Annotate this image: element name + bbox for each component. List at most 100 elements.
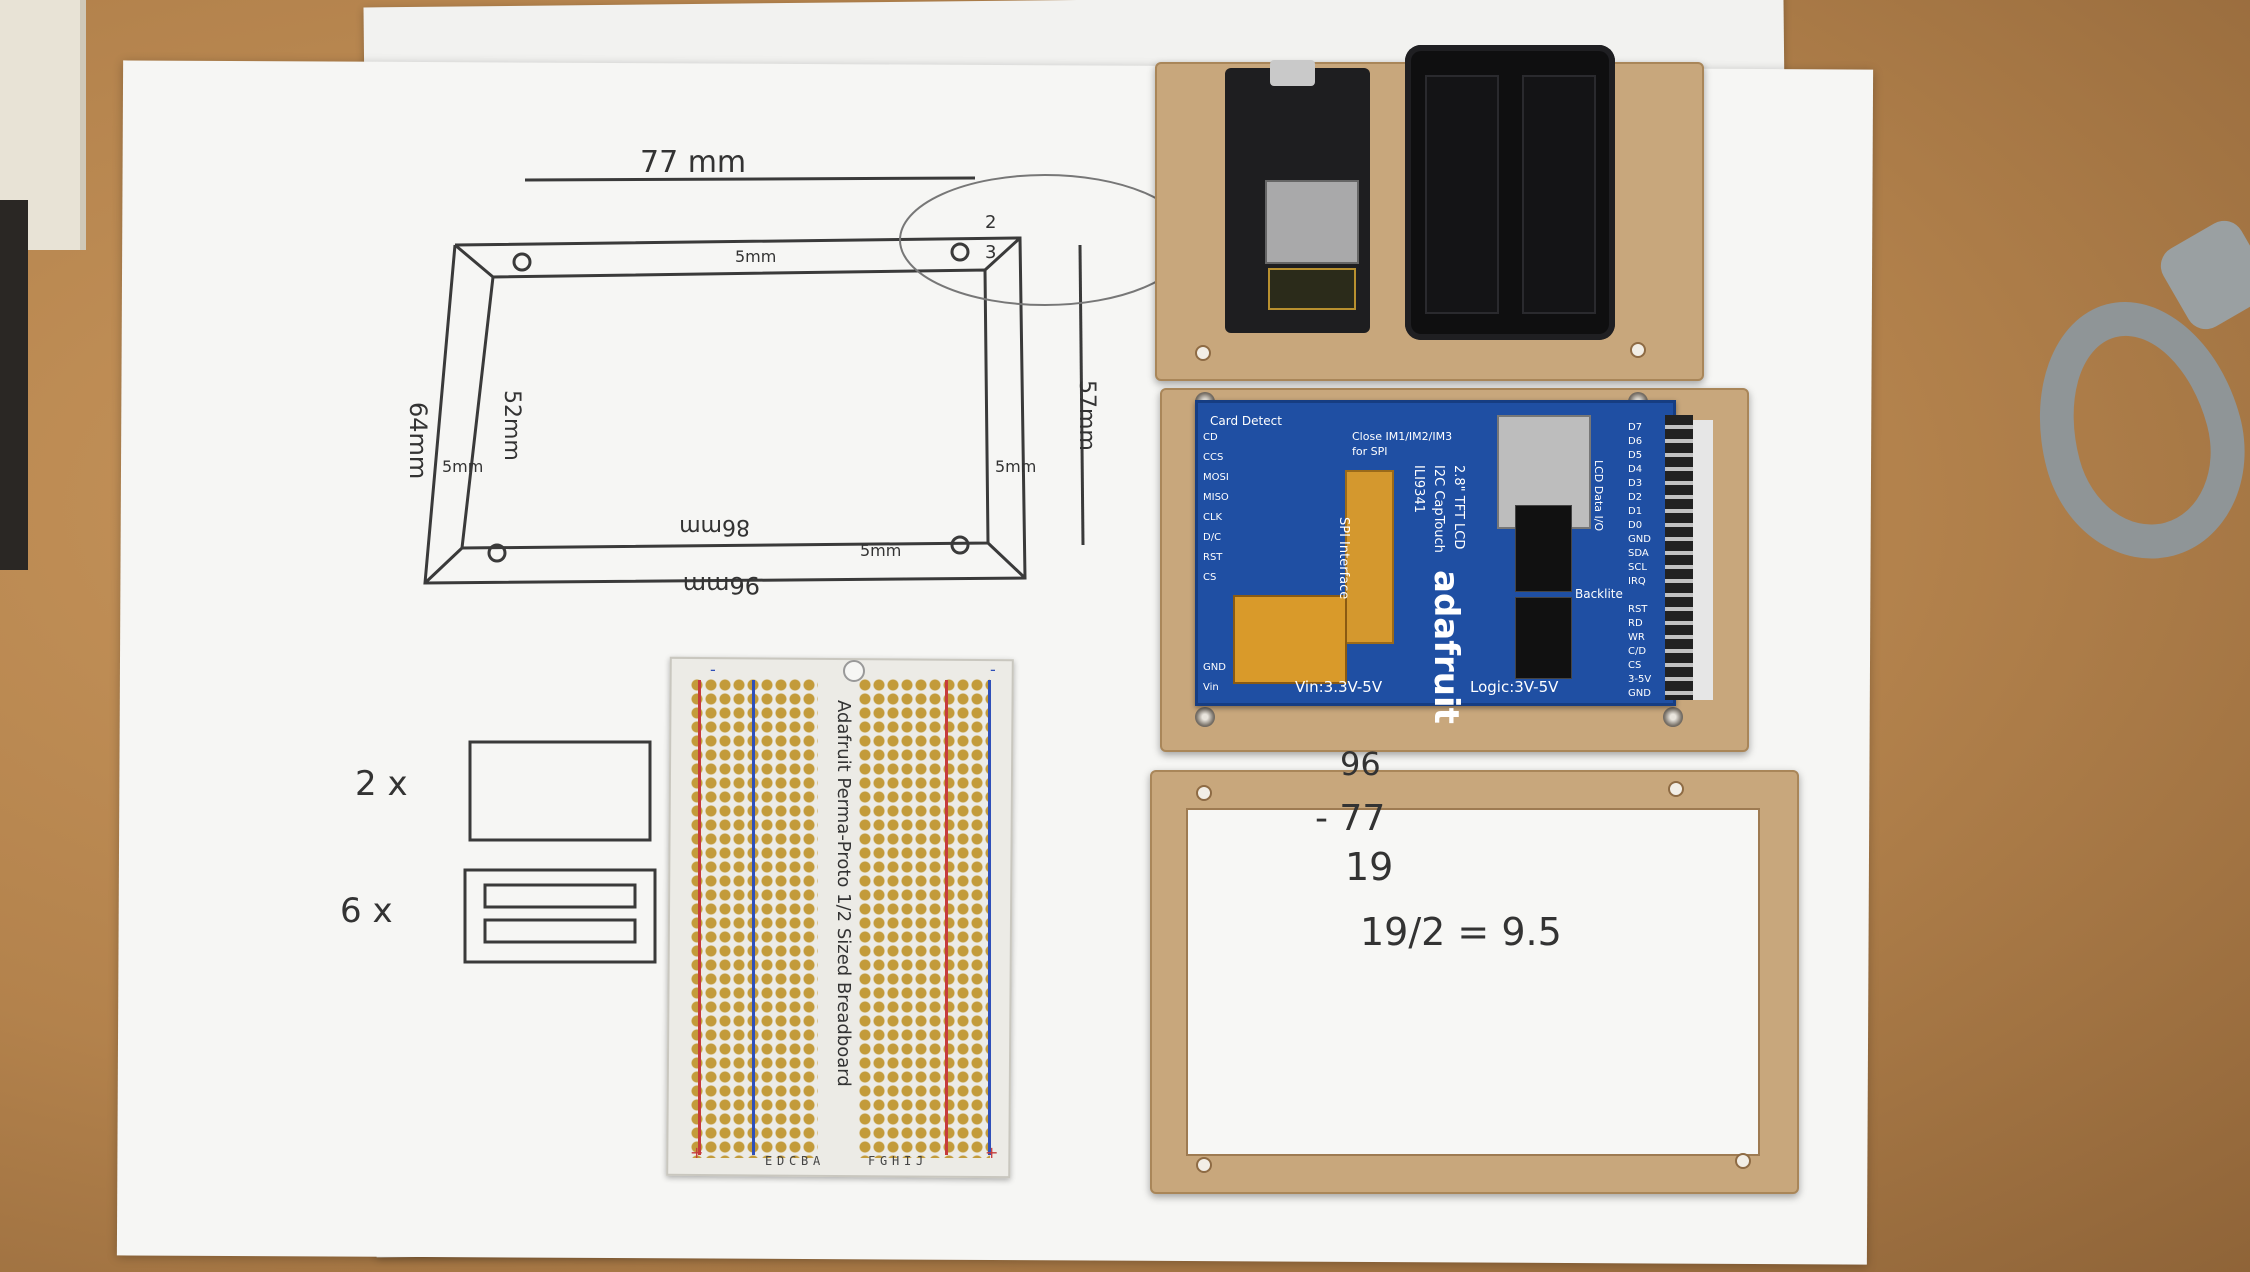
pcb-antenna xyxy=(1268,268,1356,310)
pin-label: CS xyxy=(1203,572,1216,583)
pin-label: D4 xyxy=(1628,464,1642,475)
sketch-margin-right: 5mm xyxy=(995,457,1036,476)
tft-interface-label: SPI Interface xyxy=(1336,517,1351,599)
tft-left-pin-labels: CD CCS MOSI MISO CLK D/C RST CS GND Vin xyxy=(1203,432,1229,693)
sketch-corner-note-2: 2 xyxy=(985,212,996,233)
ic-chip xyxy=(1515,597,1572,679)
flex-cable xyxy=(1345,470,1394,644)
tft-lcd-data-label: LCD Data I/O xyxy=(1592,460,1605,531)
center-channel xyxy=(818,665,858,1165)
pin-label: WR xyxy=(1628,632,1645,643)
math-line-result: 19/2 = 9.5 xyxy=(1360,910,1562,954)
pin-label: D6 xyxy=(1628,436,1642,447)
rail-minus-label: - xyxy=(710,660,716,679)
wifi-module xyxy=(1265,180,1359,264)
pin-label: SDA xyxy=(1628,548,1649,559)
row-letter: A xyxy=(813,1154,821,1168)
perma-proto-title: Adafruit Perma-Proto 1/2 Sized Breadboar… xyxy=(833,700,854,1087)
sketch-corner-note-3: 3 xyxy=(985,242,996,263)
header-pins xyxy=(1665,415,1693,700)
plate-hole xyxy=(1630,342,1646,358)
pin-label: D5 xyxy=(1628,450,1642,461)
sketch-dim-top: 77 mm xyxy=(640,145,746,180)
sketch-margin-top: 5mm xyxy=(735,247,776,266)
pin-label: RST xyxy=(1628,604,1648,615)
power-rail-blue xyxy=(988,680,991,1155)
battery-slot xyxy=(1522,75,1596,314)
micro-usb-port xyxy=(1270,60,1315,86)
tft-logic-label: Logic:3V-5V xyxy=(1470,678,1559,696)
power-rail-red xyxy=(945,680,948,1155)
tft-backlite-label: Backlite xyxy=(1575,587,1623,601)
pin-label: C/D xyxy=(1628,646,1646,657)
sketch-count-bars: 6 x xyxy=(340,891,393,931)
pin-label: IRQ xyxy=(1628,576,1646,587)
row-letter: I xyxy=(904,1154,911,1168)
rail-plus-label: + xyxy=(690,1143,703,1162)
tft-for-spi-label: for SPI xyxy=(1352,445,1387,458)
rail-plus-label: + xyxy=(985,1143,998,1162)
pin-label: CLK xyxy=(1203,512,1223,523)
pin-label: D2 xyxy=(1628,492,1642,503)
row-letter: C xyxy=(789,1154,796,1168)
sketch-dim-left-height: 64mm xyxy=(404,402,432,479)
sketch-dim-bottom: 96mm xyxy=(683,571,760,599)
frame-hole xyxy=(1196,785,1212,801)
pin-label: Vin xyxy=(1203,682,1219,693)
math-line-minus-77: - 77 xyxy=(1315,798,1385,839)
tft-model-line2: I2C CapTouch xyxy=(1431,465,1446,553)
pin-label: D/C xyxy=(1203,532,1221,543)
keyboard-edge xyxy=(0,200,28,570)
screw xyxy=(1663,707,1683,727)
pin-label: CD xyxy=(1203,432,1218,443)
sketch-dim-right-height: 57mm xyxy=(1074,380,1099,451)
frame-hole xyxy=(1196,1157,1212,1173)
sketch-margin-bottom: 5mm xyxy=(860,541,901,560)
tft-close-jumpers-label: Close IM1/IM2/IM3 xyxy=(1352,430,1452,443)
pin-label: RD xyxy=(1628,618,1643,629)
ic-chip xyxy=(1515,505,1572,592)
tft-vin-label: Vin:3.3V-5V xyxy=(1295,678,1383,696)
tft-right-pin-labels: D7 D6 D5 D4 D3 D2 D1 D0 GND SDA SCL IRQ … xyxy=(1628,422,1651,699)
touch-controller xyxy=(1233,595,1347,684)
pin-label: D0 xyxy=(1628,520,1642,531)
rail-minus-label: - xyxy=(990,660,996,679)
plate-hole xyxy=(1195,345,1211,361)
math-line-19: 19 xyxy=(1345,845,1393,889)
row-letter: H xyxy=(892,1154,899,1168)
pin-label: 3-5V xyxy=(1628,674,1651,685)
pin-label: RST xyxy=(1203,552,1223,563)
battery-slot xyxy=(1425,75,1499,314)
row-letter: J xyxy=(916,1154,923,1168)
sketch-dim-inner-height: 52mm xyxy=(499,390,524,461)
pin-label: CS xyxy=(1628,660,1641,671)
sketch-dim-inner-width: 86mm xyxy=(679,514,750,539)
frame-window xyxy=(1186,808,1760,1156)
math-line-96: 96 xyxy=(1340,745,1381,783)
pin-label: D1 xyxy=(1628,506,1642,517)
pin-label: MISO xyxy=(1203,492,1229,503)
frame-hole xyxy=(1668,781,1684,797)
screw xyxy=(1195,707,1215,727)
connector-strip xyxy=(1693,420,1713,700)
sketch-count-plates: 2 x xyxy=(355,764,408,804)
tft-model-line1: 2.8" TFT LCD xyxy=(1451,465,1466,549)
pin-label: SCL xyxy=(1628,562,1647,573)
row-letter: D xyxy=(777,1154,784,1168)
pin-label: GND xyxy=(1203,662,1226,673)
pin-label: D3 xyxy=(1628,478,1642,489)
pin-label: GND xyxy=(1628,688,1651,699)
row-letter: F xyxy=(868,1154,875,1168)
pin-label: CCS xyxy=(1203,452,1223,463)
tft-model-line3: ILI9341 xyxy=(1411,465,1426,513)
tft-brand-logo: adafruit xyxy=(1426,570,1466,724)
pin-label: GND xyxy=(1628,534,1651,545)
row-letter: E xyxy=(765,1154,772,1168)
power-rail-red xyxy=(698,680,701,1155)
mounting-hole xyxy=(843,660,865,682)
sketch-margin-left: 5mm xyxy=(442,457,483,476)
